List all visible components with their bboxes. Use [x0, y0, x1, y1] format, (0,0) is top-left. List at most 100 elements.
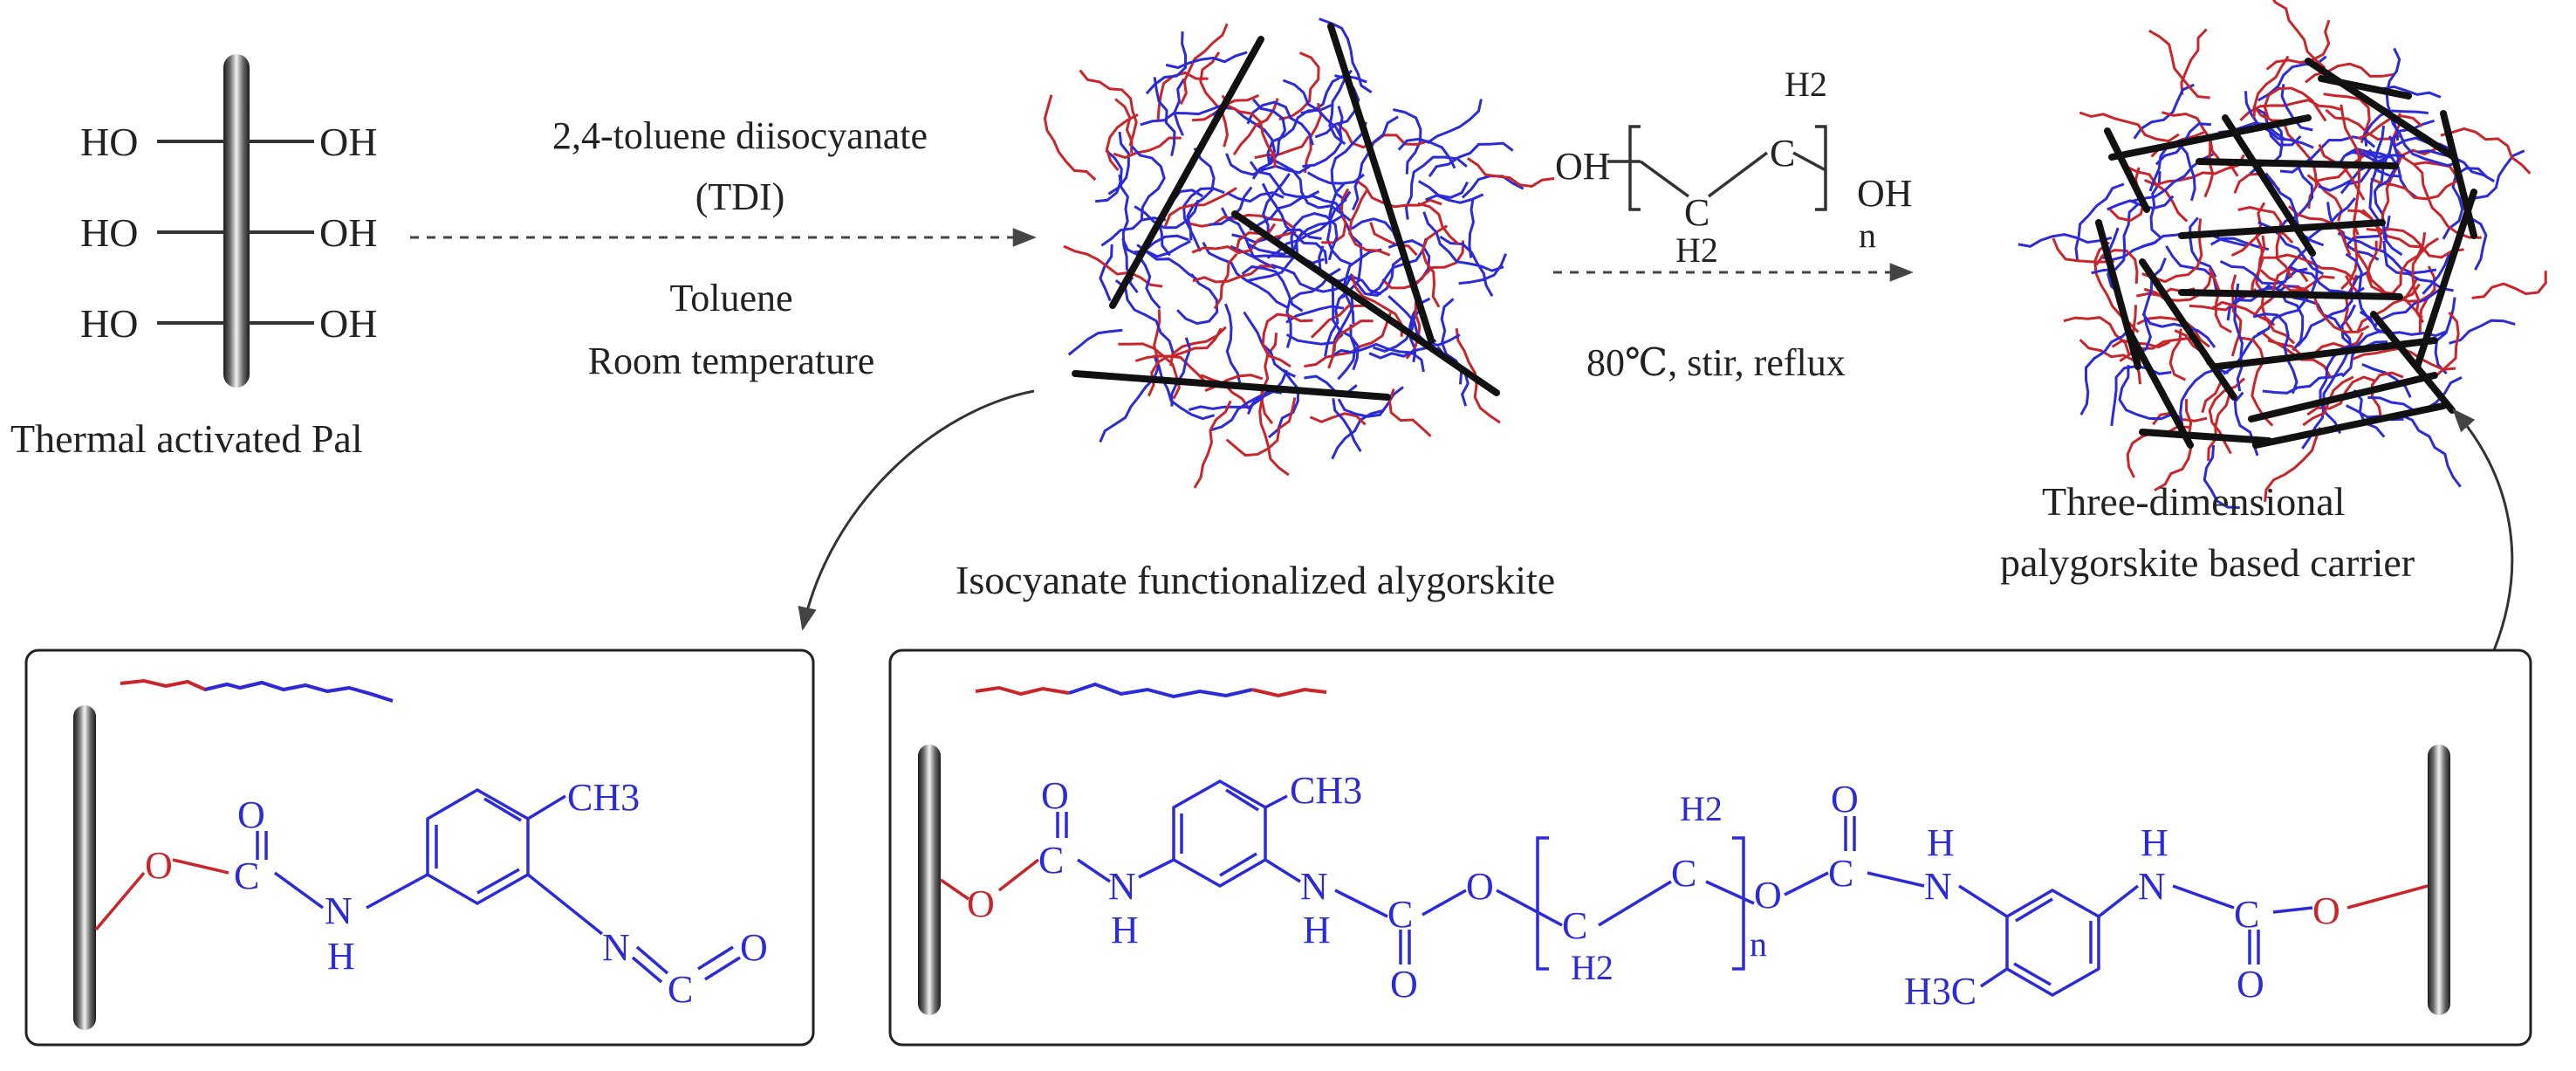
polymer-chain	[2434, 297, 2456, 375]
polymer-chain	[1332, 398, 1362, 452]
curved-arrow-down	[798, 389, 1035, 631]
box-1-n-amide: N	[325, 889, 353, 932]
polymer-chain	[2359, 310, 2448, 338]
box-2-c1: C	[1038, 839, 1064, 882]
polymer-chain	[2296, 271, 2369, 347]
polymer-chain	[1397, 137, 1456, 169]
polymer-chain	[1282, 79, 1343, 140]
box-2-ch2-down: H2	[1571, 948, 1613, 987]
polymer-chain	[2091, 203, 2140, 275]
polymer-chain	[2133, 83, 2195, 140]
box-1-o-carbonyl: O	[237, 793, 265, 836]
box-2-o3-top: O	[1831, 778, 1859, 820]
peg-oh-right: OH	[1857, 172, 1913, 215]
polymer-chain	[2337, 231, 2437, 275]
box-2-n3: N	[1924, 865, 1952, 908]
thermal-activated-pal: HO HO HO OH OH OH Thermal activated Pal	[10, 54, 377, 461]
polymer-chain	[1262, 173, 1291, 238]
polymer-chain	[1165, 51, 1248, 70]
polymer-chain	[1134, 199, 1200, 230]
polymer-chain	[2203, 444, 2240, 510]
polymer-chain	[1164, 187, 1237, 227]
polymer-chain	[2111, 339, 2170, 349]
polymer-chain	[1176, 273, 1219, 326]
box-1-h-amide: H	[327, 935, 355, 978]
polymer-chain	[2356, 277, 2419, 333]
peg-n: n	[1859, 216, 1876, 255]
box-2-ch3-top: CH3	[1290, 769, 1362, 812]
box-1-ester-o: O	[145, 844, 173, 887]
polymer-chain	[2118, 365, 2174, 421]
polymer-chain	[1153, 77, 1176, 157]
polymer-chain	[1156, 71, 1209, 120]
polymer-chain	[2074, 182, 2125, 261]
polymer-chain	[1213, 252, 1238, 310]
polymer-chain	[1261, 312, 1313, 368]
box-2-chain-key-blue	[1068, 682, 1253, 699]
polymer-chain	[2240, 336, 2274, 427]
polymer-chain	[1373, 306, 1423, 353]
pal-fibers-3d	[2095, 58, 2477, 449]
box-2-n2: N	[1300, 865, 1328, 908]
polymer-chain	[2208, 268, 2232, 333]
pal-title: Thermal activated Pal	[10, 416, 363, 461]
polymer-chain	[1330, 342, 1425, 373]
product-2-label-line2: palygorskite based carrier	[2000, 540, 2415, 585]
polymer-chain	[2372, 284, 2447, 328]
polymer-chain	[2470, 216, 2488, 271]
box-2-ester-o-right: O	[2312, 889, 2340, 932]
polymer-chain	[2079, 326, 2132, 415]
polymer-chain	[1319, 17, 1373, 93]
box-2-crosslink-structure: O C O N H CH3 N H C O O H2 C C H2 n O C …	[888, 649, 2532, 1047]
polymer-chain	[2264, 172, 2325, 247]
polymer-chain	[1387, 295, 1461, 347]
box-1-c-iso: C	[668, 968, 693, 1011]
polymer-chain	[2353, 247, 2421, 301]
polymer-chain	[2143, 271, 2213, 302]
polymer-chain	[2280, 84, 2313, 132]
polymer-chain	[1428, 141, 1514, 177]
peg-c-bottom: C	[1684, 191, 1709, 234]
polymer-chain	[1458, 253, 1507, 285]
polymer-chain	[1381, 240, 1465, 290]
polymer-chain	[2177, 142, 2196, 202]
polymer-chain	[1232, 98, 1279, 156]
polymer-chain	[1246, 100, 1314, 146]
condition-2: 80℃, stir, reflux	[1586, 341, 1846, 384]
box-2-labels: C O N H CH3 N H C O O H2 C C H2 n O C O …	[1038, 769, 2264, 1013]
polymer-chain	[2471, 271, 2547, 299]
polymer-chain	[1369, 222, 1418, 257]
box-2-c2: C	[1387, 893, 1413, 936]
polymer-chain	[1260, 333, 1278, 425]
polymer-chain	[1278, 51, 1320, 121]
polymer-chain	[1387, 388, 1432, 437]
polymer-chain	[2125, 165, 2189, 223]
box-2-n-sub: n	[1750, 924, 1767, 964]
polymer-chain	[1328, 69, 1353, 146]
polymer-chain	[2361, 363, 2412, 398]
isocyanate-network	[1043, 17, 1555, 489]
polymer-chain	[1306, 171, 1365, 185]
polymer-chain	[1145, 31, 1188, 95]
polymer-chain	[1118, 174, 1134, 280]
box-2-o2-bottom: O	[1390, 963, 1418, 1006]
polymer-chain	[2412, 162, 2482, 239]
polymer-chain	[1043, 94, 1097, 182]
polymer-chain	[1225, 397, 1297, 457]
box-1-bonds	[94, 787, 741, 984]
polymer-chain	[1193, 400, 1232, 489]
reagent-abbr: (TDI)	[695, 175, 785, 218]
polymer-chain	[1243, 311, 1297, 378]
box-2-frame	[888, 649, 2532, 1047]
pal-fibers	[1072, 23, 1500, 401]
reagent-name: 2,4-toluene diisocyanate	[552, 114, 928, 157]
peg-ch2-top: H2	[1785, 65, 1827, 104]
polymer-chain	[2052, 237, 2114, 264]
hydroxyl-right-1: OH	[319, 120, 377, 164]
polymer-chain	[1100, 216, 1167, 247]
polymer-chain	[2341, 330, 2391, 378]
polymer-chain	[2135, 257, 2167, 358]
polymer-chain	[1352, 115, 1399, 211]
polymer-chain	[2252, 312, 2299, 395]
